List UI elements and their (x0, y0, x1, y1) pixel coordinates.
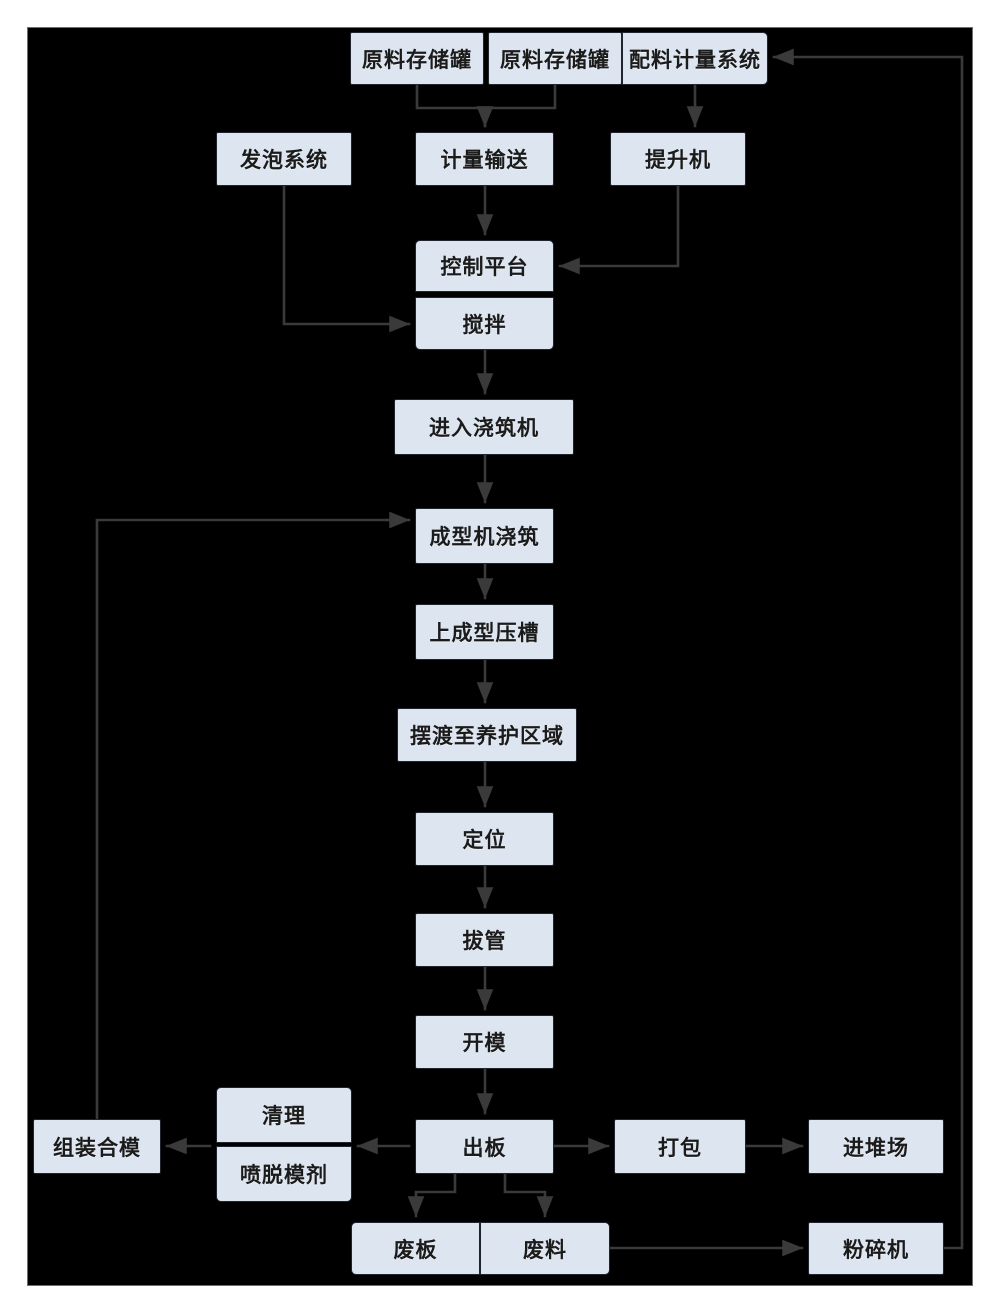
flow-node-n18[interactable]: 组装合模 (33, 1119, 161, 1174)
flow-node-label: 搅拌 (462, 312, 507, 337)
flow-node-label: 组装合模 (53, 1135, 141, 1160)
flow-node-n1[interactable]: 原料存储罐 (350, 32, 484, 85)
flow-edge (282, 184, 411, 333)
flow-node-label: 原料存储罐 (500, 47, 610, 72)
flow-edge (772, 48, 964, 1250)
flow-node-label: 粉碎机 (843, 1237, 909, 1262)
flow-node-n19[interactable]: 出板 (415, 1119, 554, 1174)
flow-node-label: 清理 (262, 1104, 306, 1128)
flow-node-n24[interactable]: 粉碎机 (808, 1222, 944, 1275)
flow-node-n5[interactable]: 计量输送 (415, 132, 554, 186)
flow-node-n12[interactable]: 摆渡至养护区域 (397, 708, 577, 762)
flow-node-n3[interactable]: 配料计量系统 (622, 32, 768, 85)
flow-node-label: 提升机 (645, 148, 711, 172)
flow-node-n11[interactable]: 上成型压槽 (415, 604, 554, 660)
flow-node-label: 进入浇筑机 (429, 416, 539, 440)
flow-edge (503, 1172, 554, 1218)
flow-edge (407, 1172, 457, 1218)
flow-node-n7[interactable]: 控制平台 (415, 240, 554, 292)
flow-node-label: 控制平台 (440, 255, 529, 279)
flow-node-n10[interactable]: 成型机浇筑 (415, 508, 554, 564)
flow-node-n8[interactable]: 搅拌 (415, 297, 554, 350)
flow-node-label: 摆渡至养护区域 (410, 724, 564, 748)
flow-node-n6[interactable]: 提升机 (610, 132, 746, 186)
flow-node-n17[interactable]: 喷脱模剂 (216, 1146, 352, 1202)
flow-node-label: 打包 (658, 1135, 702, 1160)
flow-node-n13[interactable]: 定位 (415, 812, 554, 866)
flow-node-label: 拔管 (462, 929, 507, 953)
flow-node-label: 发泡系统 (240, 148, 328, 172)
flow-node-label: 废料 (523, 1237, 567, 1262)
flow-node-label: 成型机浇筑 (429, 525, 540, 549)
flow-node-n15[interactable]: 开模 (415, 1015, 554, 1069)
flow-node-label: 配料计量系统 (629, 47, 761, 72)
flow-node-n21[interactable]: 进堆场 (808, 1119, 944, 1174)
flow-node-n14[interactable]: 拔管 (415, 913, 554, 967)
flow-node-label: 废板 (393, 1237, 438, 1262)
flow-node-label: 开模 (462, 1031, 507, 1055)
flow-node-label: 定位 (462, 828, 507, 852)
flow-edge (415, 83, 494, 128)
flow-node-n16[interactable]: 清理 (216, 1087, 352, 1143)
flow-edge (476, 83, 557, 128)
flow-node-n20[interactable]: 打包 (614, 1119, 746, 1174)
flow-node-label: 出板 (462, 1135, 507, 1160)
flow-node-n2[interactable]: 原料存储罐 (488, 32, 622, 85)
flow-node-label: 喷脱模剂 (240, 1163, 328, 1187)
flow-node-label: 进堆场 (843, 1135, 909, 1160)
flow-node-n4[interactable]: 发泡系统 (216, 132, 352, 186)
flow-node-label: 上成型压槽 (429, 621, 540, 645)
flow-edge (95, 511, 411, 1121)
flow-edge (558, 184, 680, 275)
flow-node-n22[interactable]: 废板 (351, 1222, 480, 1275)
flow-node-label: 计量输送 (440, 148, 529, 172)
flow-node-n23[interactable]: 废料 (480, 1222, 610, 1275)
flow-node-n9[interactable]: 进入浇筑机 (394, 399, 574, 455)
flow-node-label: 原料存储罐 (362, 47, 472, 72)
